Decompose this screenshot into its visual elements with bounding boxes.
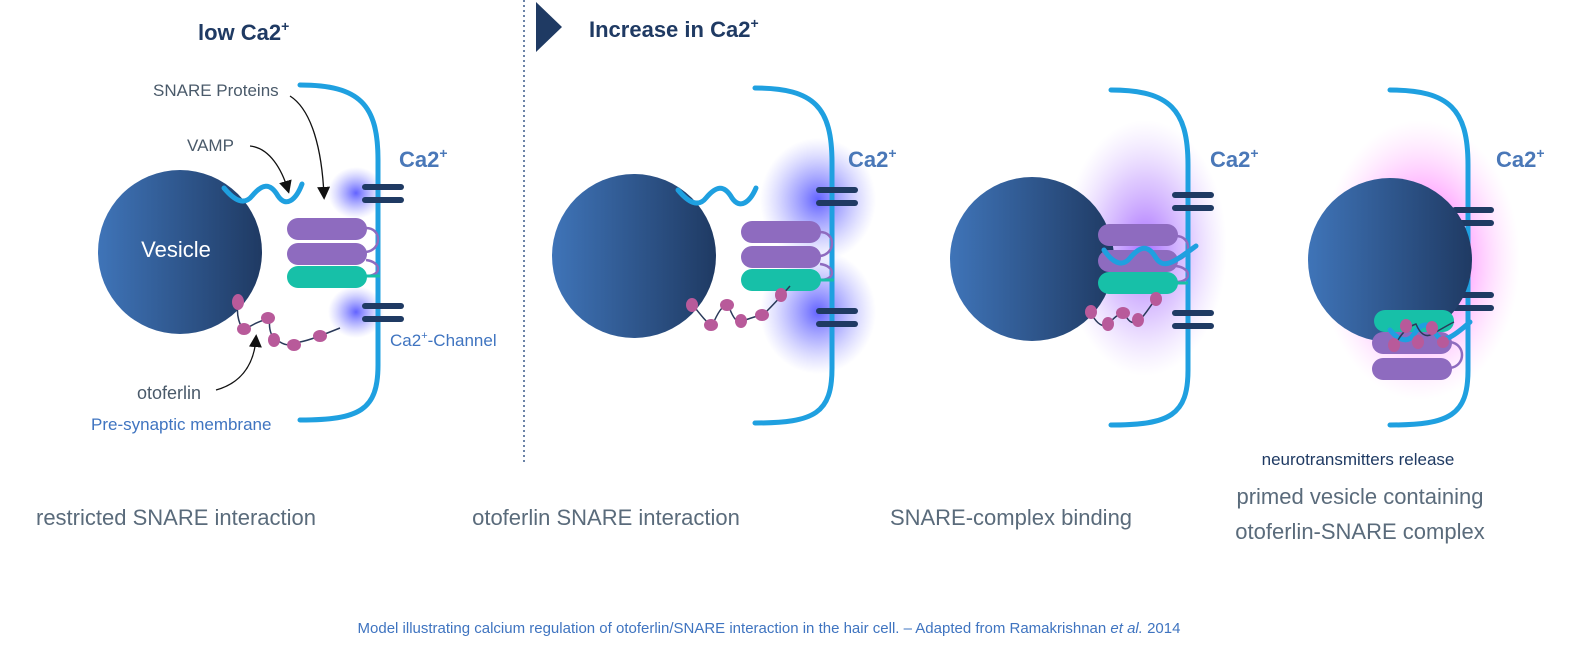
otoferlin-chain [1388, 319, 1455, 352]
vesicle-label: Vesicle [141, 237, 211, 262]
ca-label-panel2-main: Ca2 [848, 147, 888, 172]
snare-linker [1449, 340, 1464, 370]
ca-channel-upper [362, 184, 404, 203]
ca-label-panel4: Ca2+ [1496, 145, 1545, 172]
vamp-strand [221, 181, 305, 205]
snare-bar-teal [741, 269, 821, 291]
panel-snare-complex: Ca2+ [950, 87, 1259, 428]
arrow-vamp [249, 145, 292, 194]
ca-glow-upper [328, 167, 384, 219]
header-increase-ca-sup: + [750, 15, 758, 31]
footer-caption: Model illustrating calcium regulation of… [358, 620, 1181, 637]
presynaptic-membrane [1108, 87, 1191, 428]
label-ca-channel-rest: -Channel [428, 331, 497, 350]
caption-panel4-line2: otoferlin-SNARE complex [1235, 519, 1484, 544]
label-ca-channel-main: Ca2 [390, 331, 421, 350]
presynaptic-membrane [297, 82, 381, 423]
ca-label-panel1-main: Ca2 [399, 147, 439, 172]
footer-caption-year: 2014 [1143, 620, 1181, 637]
panel-otoferlin-snare: Ca2+ [552, 85, 897, 426]
caption-panel4-line1: primed vesicle containing [1236, 484, 1483, 509]
arrow-snare-proteins [289, 95, 331, 200]
ca-label-panel3: Ca2+ [1210, 145, 1259, 172]
ca-label-panel1-sup: + [439, 145, 447, 161]
label-ca-channel-sup: + [421, 330, 427, 342]
ca-channel-lower [362, 303, 404, 322]
ca-channel-lower [816, 308, 858, 327]
caption-panel3: SNARE-complex binding [890, 505, 1132, 530]
ca-label-panel3-sup: + [1250, 145, 1258, 161]
vamp-strand [1101, 243, 1199, 267]
ca-channel-lower [1172, 310, 1214, 329]
otoferlin-chain [686, 285, 791, 331]
snare-bar-teal [287, 266, 367, 288]
snare-bar-purple-2 [741, 246, 821, 268]
snare-bar-purple-2 [1372, 358, 1452, 380]
label-presynaptic-membrane: Pre-synaptic membrane [91, 415, 271, 434]
ca-label-panel4-sup: + [1536, 145, 1544, 161]
snare-bar-teal [1098, 272, 1178, 294]
ca-channel-upper [816, 187, 858, 206]
vesicle [1308, 178, 1472, 342]
label-snare-proteins: SNARE Proteins [153, 81, 279, 100]
play-marker-icon [536, 2, 562, 52]
header-low-ca-main: low Ca2 [198, 20, 281, 45]
snare-bar-purple-1 [287, 218, 367, 240]
panel-primed-vesicle: Ca2+ neurotransmitters release [1262, 87, 1545, 469]
vamp-strand [1387, 319, 1473, 343]
snare-bar-purple-1 [1098, 224, 1178, 246]
ca-glow-lower [328, 286, 384, 338]
ca-label-panel1: Ca2+ [399, 145, 448, 172]
snare-bar-purple-2 [1098, 250, 1178, 272]
label-vamp: VAMP [187, 136, 234, 155]
otoferlin-chain [232, 294, 341, 351]
ca-label-panel3-main: Ca2 [1210, 147, 1250, 172]
header-low-ca-sup: + [281, 18, 289, 34]
header-increase-ca-main: Increase in Ca2 [589, 17, 750, 42]
label-ca-channel: Ca2+-Channel [390, 330, 497, 350]
vesicle [98, 170, 262, 334]
ca-label-panel2-sup: + [888, 145, 896, 161]
label-otoferlin: otoferlin [137, 383, 201, 403]
footer-caption-italic: et al. [1110, 620, 1143, 637]
ca-label-panel4-main: Ca2 [1496, 147, 1536, 172]
header-increase-ca: Increase in Ca2+ [589, 15, 759, 42]
caption-panel2: otoferlin SNARE interaction [472, 505, 740, 530]
presynaptic-membrane [752, 85, 835, 426]
otoferlin-chain [1085, 292, 1162, 331]
ca-channel-upper [1172, 192, 1214, 211]
vesicle [552, 174, 716, 338]
header-low-ca: low Ca2+ [198, 18, 289, 45]
ca-label-panel2: Ca2+ [848, 145, 897, 172]
vamp-strand [675, 185, 759, 207]
caption-panel1: restricted SNARE interaction [36, 505, 316, 530]
label-neurotransmitters-release: neurotransmitters release [1262, 450, 1455, 469]
panel-restricted: Vesicle SNARE Proteins VAMP otoferlin Pr… [91, 81, 497, 434]
snare-bar-purple-1 [741, 221, 821, 243]
snare-bar-purple-2 [287, 243, 367, 265]
footer-caption-main: Model illustrating calcium regulation of… [358, 620, 1111, 637]
arrow-otoferlin [215, 334, 262, 391]
vesicle [950, 177, 1114, 341]
